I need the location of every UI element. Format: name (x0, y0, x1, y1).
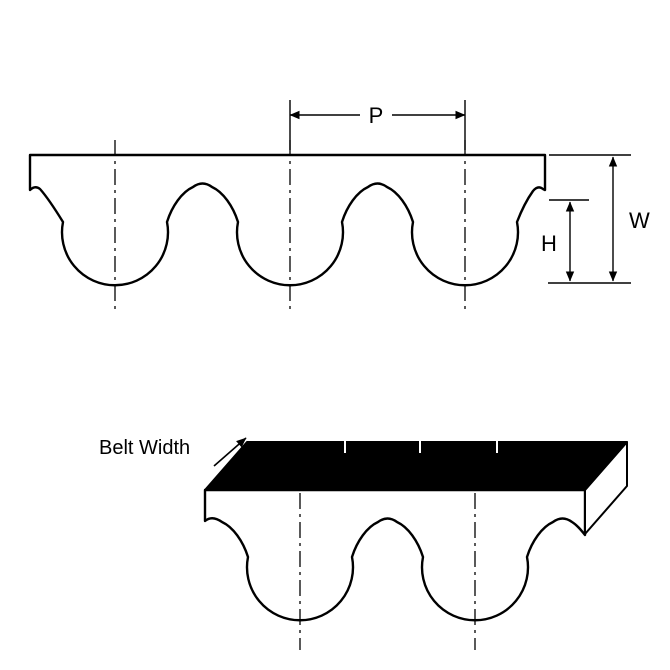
belt-profile-section-view: P W H (28, 100, 650, 310)
belt-top-face (204, 441, 628, 491)
belt-width-arrow (213, 437, 247, 467)
belt-width-label: Belt Width (99, 437, 190, 459)
height-label: H (541, 231, 557, 256)
belt-front-face-outline (203, 488, 587, 622)
width-label: W (629, 208, 650, 233)
belt-profile-outline (28, 153, 547, 287)
pitch-label: P (369, 103, 384, 128)
belt-perspective-view: Belt Width (99, 437, 628, 650)
